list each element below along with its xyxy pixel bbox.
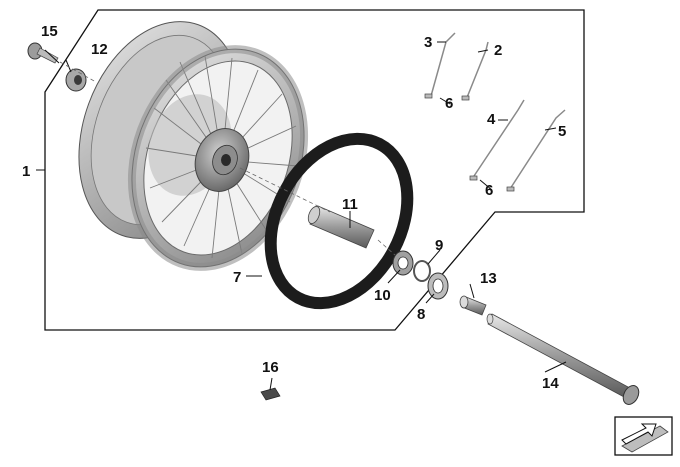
callout-7: 7 [233, 269, 242, 286]
assembly-outline [44, 9, 585, 331]
axle [486, 313, 640, 405]
callout-4: 4 [487, 111, 496, 128]
callout-9: 9 [435, 237, 444, 254]
leader-lines [36, 41, 567, 391]
rim-band [264, 132, 414, 310]
callout-14: 14 [542, 375, 559, 392]
reference-arrow-icon[interactable] [614, 416, 673, 456]
callout-5: 5 [558, 123, 567, 140]
callout-1: 1 [22, 163, 31, 180]
spoke-nipples [424, 93, 515, 192]
bearing [392, 250, 414, 276]
circlip [413, 260, 431, 282]
callout-2: 2 [494, 42, 503, 59]
callout-13: 13 [480, 270, 497, 287]
spacer-bushing [459, 295, 487, 316]
callout-8: 8 [417, 306, 426, 323]
axle-nut [27, 42, 59, 64]
spacer-sleeve [307, 205, 375, 249]
callout-6-lower: 6 [485, 182, 494, 199]
callout-12: 12 [91, 41, 108, 58]
callout-16: 16 [262, 359, 279, 376]
callout-10: 10 [374, 287, 391, 304]
callout-6-upper: 6 [445, 95, 454, 112]
callout-3: 3 [424, 34, 433, 51]
assembly-axis [59, 61, 396, 256]
callout-11: 11 [342, 196, 358, 213]
callout-15: 15 [41, 23, 58, 40]
left-spacer [65, 68, 87, 92]
shim-ring [427, 272, 449, 300]
rim-front-lip [127, 45, 309, 271]
wheel-hub [194, 128, 250, 192]
